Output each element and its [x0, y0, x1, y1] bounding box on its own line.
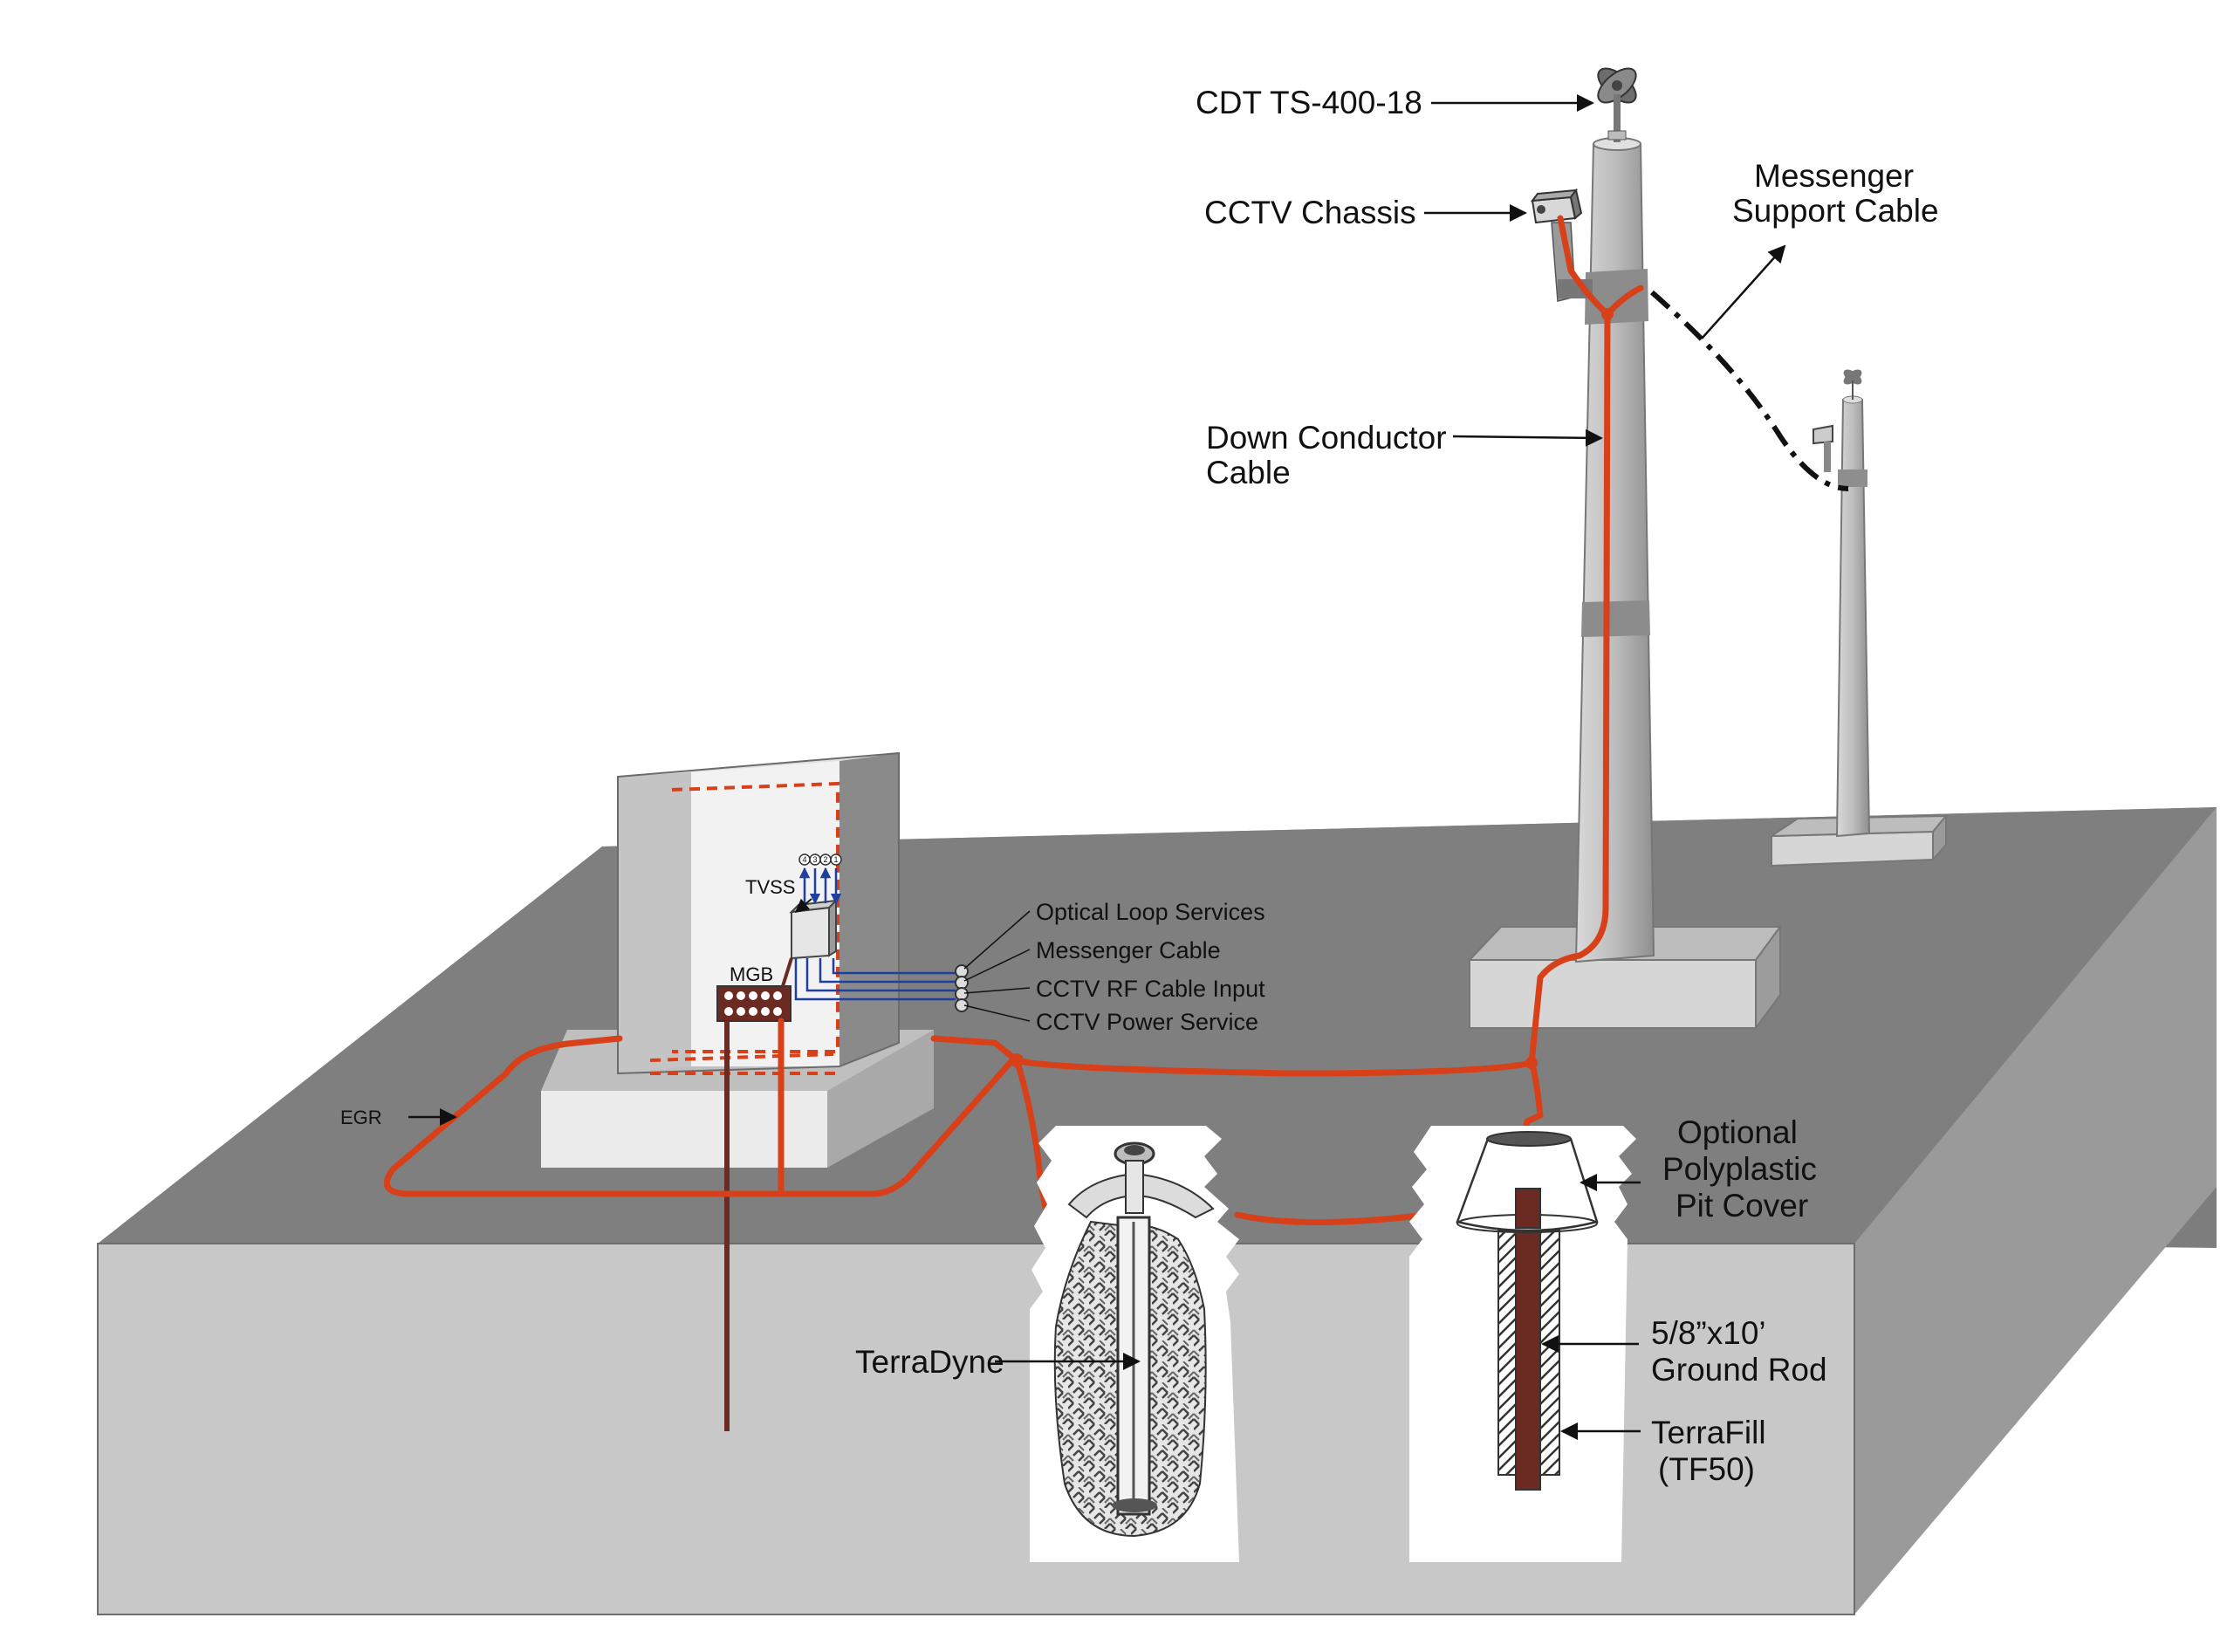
- cabinet-right-wall: [839, 753, 899, 1066]
- label-mgb: MGB: [730, 963, 773, 985]
- label-down-conductor-2: Cable: [1206, 455, 1291, 490]
- label-ground-rod-1: 5/8”x10’: [1651, 1315, 1766, 1351]
- cdt-sensor-icon: [1597, 67, 1637, 142]
- mgb-bar: [716, 985, 791, 1022]
- cabinet-left-wall: [618, 772, 691, 1073]
- label-terradyne: TerraDyne: [855, 1344, 1004, 1380]
- label-cdt: CDT TS-400-18: [1196, 85, 1422, 120]
- far-sensor-icon: [1843, 369, 1862, 400]
- cabinet-base-side: [827, 1030, 934, 1168]
- service-lines: [794, 867, 956, 1001]
- label-pit-cover-2: Polyplastic: [1662, 1151, 1817, 1187]
- label-cctv-chassis: CCTV Chassis: [1204, 195, 1416, 230]
- service-number-2: 2: [823, 855, 827, 864]
- terradyne-pit: [1030, 1126, 1239, 1562]
- ground-side: [1854, 807, 2217, 1614]
- label-cctv-rf: CCTV RF Cable Input: [1036, 976, 1265, 1002]
- label-tvss: TVSS: [745, 876, 795, 898]
- label-messenger-support-2: Support Cable: [1732, 193, 1939, 229]
- main-pole: [1574, 137, 1655, 963]
- label-pit-cover-1: Optional: [1677, 1114, 1798, 1150]
- cabinet-base-front: [541, 1091, 827, 1168]
- label-cctv-power: CCTV Power Service: [1036, 1009, 1258, 1035]
- label-terrafill-2: (TF50): [1658, 1451, 1755, 1487]
- cabinet: [541, 751, 934, 1168]
- service-number-4: 4: [802, 855, 806, 864]
- far-pole: [1768, 369, 1949, 867]
- messenger-support-cable: [1650, 290, 1849, 491]
- label-down-conductor-1: Down Conductor: [1206, 420, 1447, 456]
- labels: CDT TS-400-18 CCTV Chassis Messenger Sup…: [340, 85, 1939, 1487]
- service-number-1: 1: [833, 855, 838, 864]
- label-pit-cover-3: Pit Cover: [1676, 1188, 1808, 1224]
- service-number-3: 3: [812, 855, 817, 864]
- label-terrafill-1: TerraFill: [1651, 1415, 1766, 1450]
- ground-rod-pit: [1409, 1126, 1636, 1562]
- ground-rod: [1515, 1188, 1541, 1491]
- label-messenger-cable: Messenger Cable: [1036, 937, 1221, 963]
- label-optical-loop: Optical Loop Services: [1036, 899, 1265, 925]
- label-ground-rod-2: Ground Rod: [1651, 1352, 1827, 1388]
- label-messenger-support-1: Messenger: [1754, 158, 1914, 194]
- callouts: [408, 94, 1786, 1440]
- service-number-circles: 4 3 2 1: [798, 853, 842, 866]
- label-egr: EGR: [340, 1107, 382, 1128]
